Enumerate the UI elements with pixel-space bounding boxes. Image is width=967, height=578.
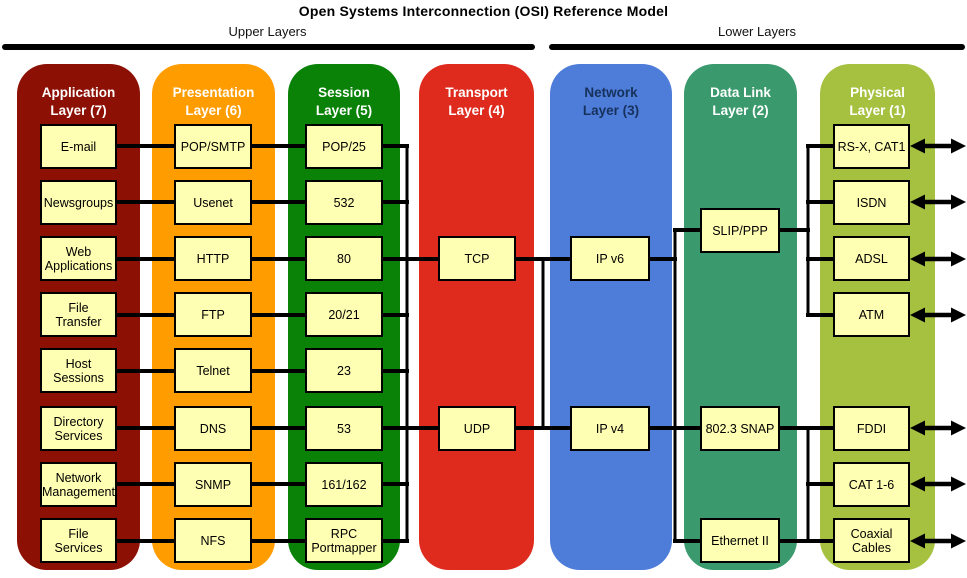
bidirectional-arrow: [910, 420, 966, 436]
datalink-physical-bus: [778, 144, 835, 543]
node-host-sessions: Host Sessions: [40, 348, 117, 393]
node-cat-1-6: CAT 1-6: [833, 462, 910, 507]
node-pop-smtp: POP/SMTP: [174, 124, 252, 169]
datalink-layer-header: Data Link Layer (2): [710, 85, 771, 119]
application-layer-header: Application Layer (7): [41, 85, 116, 119]
pres-sess-connectors: [250, 144, 307, 543]
node-http: HTTP: [174, 236, 252, 281]
diagram-title: Open Systems Interconnection (OSI) Refer…: [298, 3, 669, 19]
session-layer-header: Session Layer (5): [315, 85, 373, 119]
upper-layers-line: [2, 44, 535, 50]
node-usenet: Usenet: [174, 180, 252, 225]
column-transport-layer: Transport Layer (4): [419, 64, 534, 570]
node-atm: ATM: [833, 292, 910, 337]
bidirectional-arrow: [910, 307, 966, 323]
node-8023-snap: 802.3 SNAP: [700, 406, 780, 451]
node-pop-25: POP/25: [305, 124, 383, 169]
bidirectional-arrow: [910, 138, 966, 154]
node-532: 532: [305, 180, 383, 225]
node-coaxial-cables: Coaxial Cables: [833, 518, 910, 563]
physical-layer-header: Physical Layer (1): [849, 85, 906, 119]
lower-layers-label: Lower Layers: [717, 24, 797, 39]
node-ethernet-ii: Ethernet II: [700, 518, 780, 563]
node-53: 53: [305, 406, 383, 451]
node-snmp: SNMP: [174, 462, 252, 507]
node-161-162: 161/162: [305, 462, 383, 507]
node-web-applications: Web Applications: [40, 236, 117, 281]
node-directory-services: Directory Services: [40, 406, 117, 451]
node-ftp: FTP: [174, 292, 252, 337]
node-isdn: ISDN: [833, 180, 910, 225]
column-network-layer: Network Layer (3): [550, 64, 672, 570]
node-rs-x-cat1: RS-X, CAT1: [833, 124, 910, 169]
node-newsgroups: Newsgroups: [40, 180, 117, 225]
node-network-management: Network Management: [40, 462, 117, 507]
node-dns: DNS: [174, 406, 252, 451]
node-ip-v4: IP v4: [570, 406, 650, 451]
column-datalink-layer: Data Link Layer (2): [684, 64, 797, 570]
network-datalink-bus: [648, 228, 702, 543]
node-rpc-portmapper: RPC Portmapper: [305, 518, 383, 563]
node-file-services: File Services: [40, 518, 117, 563]
node-fddi: FDDI: [833, 406, 910, 451]
transport-layer-header: Transport Layer (4): [445, 85, 508, 119]
session-transport-bus: [381, 144, 440, 543]
bidirectional-arrow: [910, 251, 966, 267]
bidirectional-arrow: [910, 194, 966, 210]
app-pres-connectors: [115, 144, 177, 543]
node-email: E-mail: [40, 124, 117, 169]
node-file-transfer: File Transfer: [40, 292, 117, 337]
upper-layers-label: Upper Layers: [228, 24, 307, 39]
bidirectional-arrow: [910, 476, 966, 492]
physical-media-arrows: [910, 138, 966, 549]
lower-layers-line: [549, 44, 965, 50]
node-20-21: 20/21: [305, 292, 383, 337]
node-udp: UDP: [438, 406, 516, 451]
presentation-layer-header: Presentation Layer (6): [172, 85, 255, 119]
bidirectional-arrow: [910, 533, 966, 549]
node-slip-ppp: SLIP/PPP: [700, 208, 780, 253]
node-adsl: ADSL: [833, 236, 910, 281]
network-layer-header: Network Layer (3): [582, 85, 640, 119]
node-tcp: TCP: [438, 236, 516, 281]
node-80: 80: [305, 236, 383, 281]
node-ip-v6: IP v6: [570, 236, 650, 281]
node-telnet: Telnet: [174, 348, 252, 393]
node-nfs: NFS: [174, 518, 252, 563]
transport-network-bus: [514, 257, 572, 430]
node-23: 23: [305, 348, 383, 393]
